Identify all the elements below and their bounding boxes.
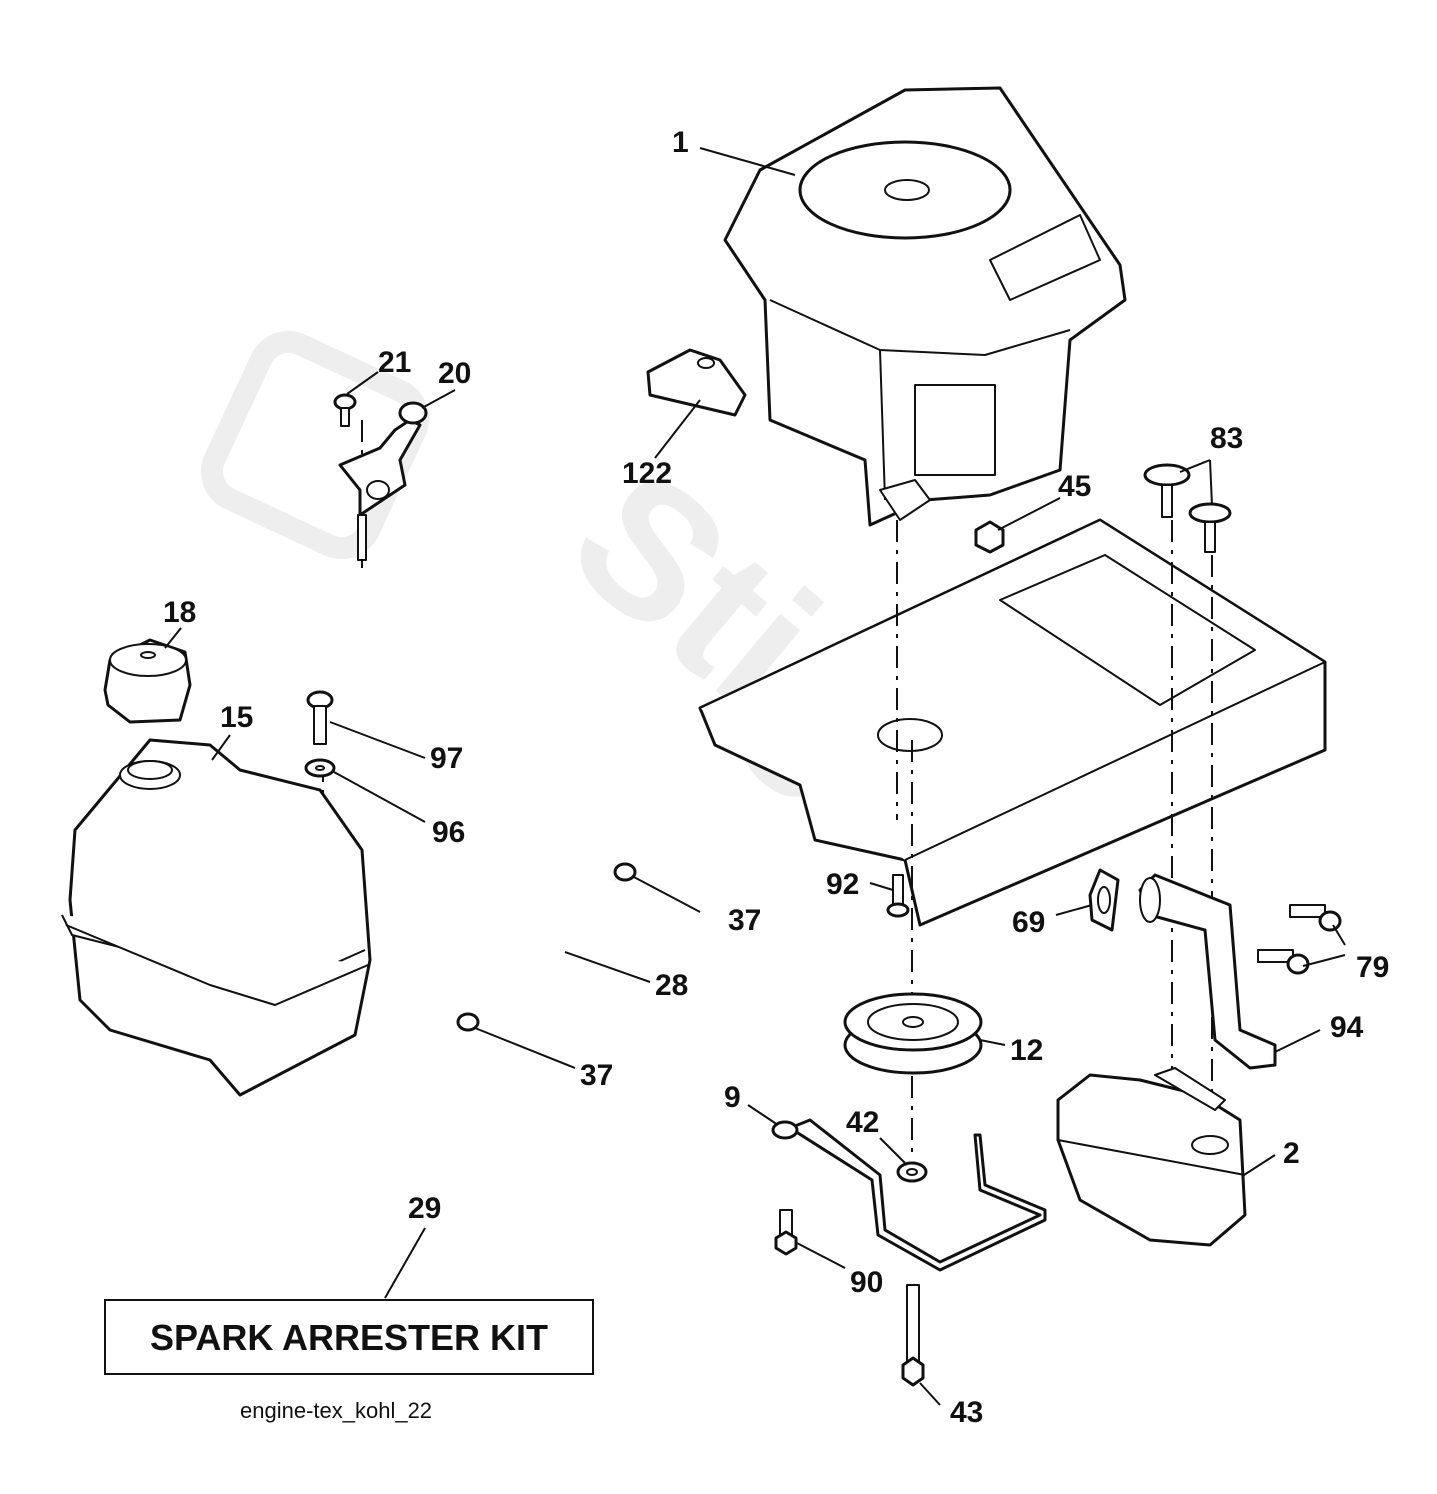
exhaust-pipe-drawing[interactable] xyxy=(1138,873,1277,1070)
label-part-97[interactable]: 97 xyxy=(430,742,463,775)
hose-clamp-top-drawing[interactable] xyxy=(613,862,637,882)
label-part-21[interactable]: 21 xyxy=(378,346,411,379)
label-part-90[interactable]: 90 xyxy=(850,1266,883,1299)
bolt-92-drawing[interactable] xyxy=(886,874,910,918)
spark-arrester-kit-box[interactable]: SPARK ARRESTER KIT xyxy=(104,1299,594,1375)
engine-drawing[interactable] xyxy=(723,86,1127,527)
screw-21-drawing[interactable] xyxy=(333,393,357,427)
label-part-28[interactable]: 28 xyxy=(655,969,688,1002)
label-part-79[interactable]: 79 xyxy=(1356,951,1389,984)
label-part-92[interactable]: 92 xyxy=(826,868,859,901)
label-part-37-bottom[interactable]: 37 xyxy=(580,1059,613,1092)
label-part-18[interactable]: 18 xyxy=(163,596,196,629)
label-part-45[interactable]: 45 xyxy=(1058,470,1091,503)
washer-96-drawing[interactable] xyxy=(304,758,336,778)
label-part-96[interactable]: 96 xyxy=(432,816,465,849)
nut-drawing[interactable] xyxy=(974,520,1005,554)
fuel-tank-drawing[interactable] xyxy=(61,738,372,1097)
label-part-83[interactable]: 83 xyxy=(1210,422,1243,455)
label-part-9[interactable]: 9 xyxy=(724,1081,741,1114)
label-part-37-top[interactable]: 37 xyxy=(728,904,761,937)
label-part-2[interactable]: 2 xyxy=(1283,1137,1300,1170)
bolt-43-drawing[interactable] xyxy=(901,1284,925,1387)
label-part-69[interactable]: 69 xyxy=(1012,906,1045,939)
label-part-20[interactable]: 20 xyxy=(438,357,471,390)
muffler-drawing[interactable] xyxy=(1056,1067,1247,1247)
diagram-caption: engine-tex_kohl_22 xyxy=(240,1398,432,1423)
washer-42-drawing[interactable] xyxy=(896,1161,928,1183)
pulley-drawing[interactable] xyxy=(843,992,983,1075)
gasket-drawing[interactable] xyxy=(1088,868,1120,932)
label-part-43[interactable]: 43 xyxy=(950,1396,983,1429)
handle-grip-drawing[interactable] xyxy=(646,348,747,417)
part-labels: 1 122 21 20 83 45 18 15 97 96 37 28 37 9… xyxy=(163,126,1389,1429)
hose-clamp-bottom-drawing[interactable] xyxy=(456,1012,480,1032)
fuel-hose-drawing[interactable] xyxy=(477,869,617,1020)
bolt-90-drawing[interactable] xyxy=(774,1209,798,1256)
frame-plate-drawing xyxy=(698,518,1327,927)
bracket-drawing[interactable] xyxy=(771,1118,1047,1272)
fuel-cap-drawing[interactable] xyxy=(103,638,192,724)
mounting-knobs-drawing[interactable] xyxy=(1143,463,1232,553)
label-part-122[interactable]: 122 xyxy=(622,457,672,490)
bolts-79-drawing[interactable] xyxy=(1257,904,1342,975)
spark-arrester-kit-label: SPARK ARRESTER KIT xyxy=(150,1317,548,1358)
label-part-1[interactable]: 1 xyxy=(672,126,689,159)
label-part-94[interactable]: 94 xyxy=(1330,1011,1364,1044)
label-part-29[interactable]: 29 xyxy=(408,1192,441,1225)
label-part-12[interactable]: 12 xyxy=(1010,1034,1043,1067)
leader-lines xyxy=(164,147,1346,1406)
label-part-42[interactable]: 42 xyxy=(846,1106,879,1139)
throttle-control-drawing[interactable] xyxy=(338,401,428,561)
label-part-15[interactable]: 15 xyxy=(220,701,253,734)
screw-97-drawing[interactable] xyxy=(306,690,334,745)
